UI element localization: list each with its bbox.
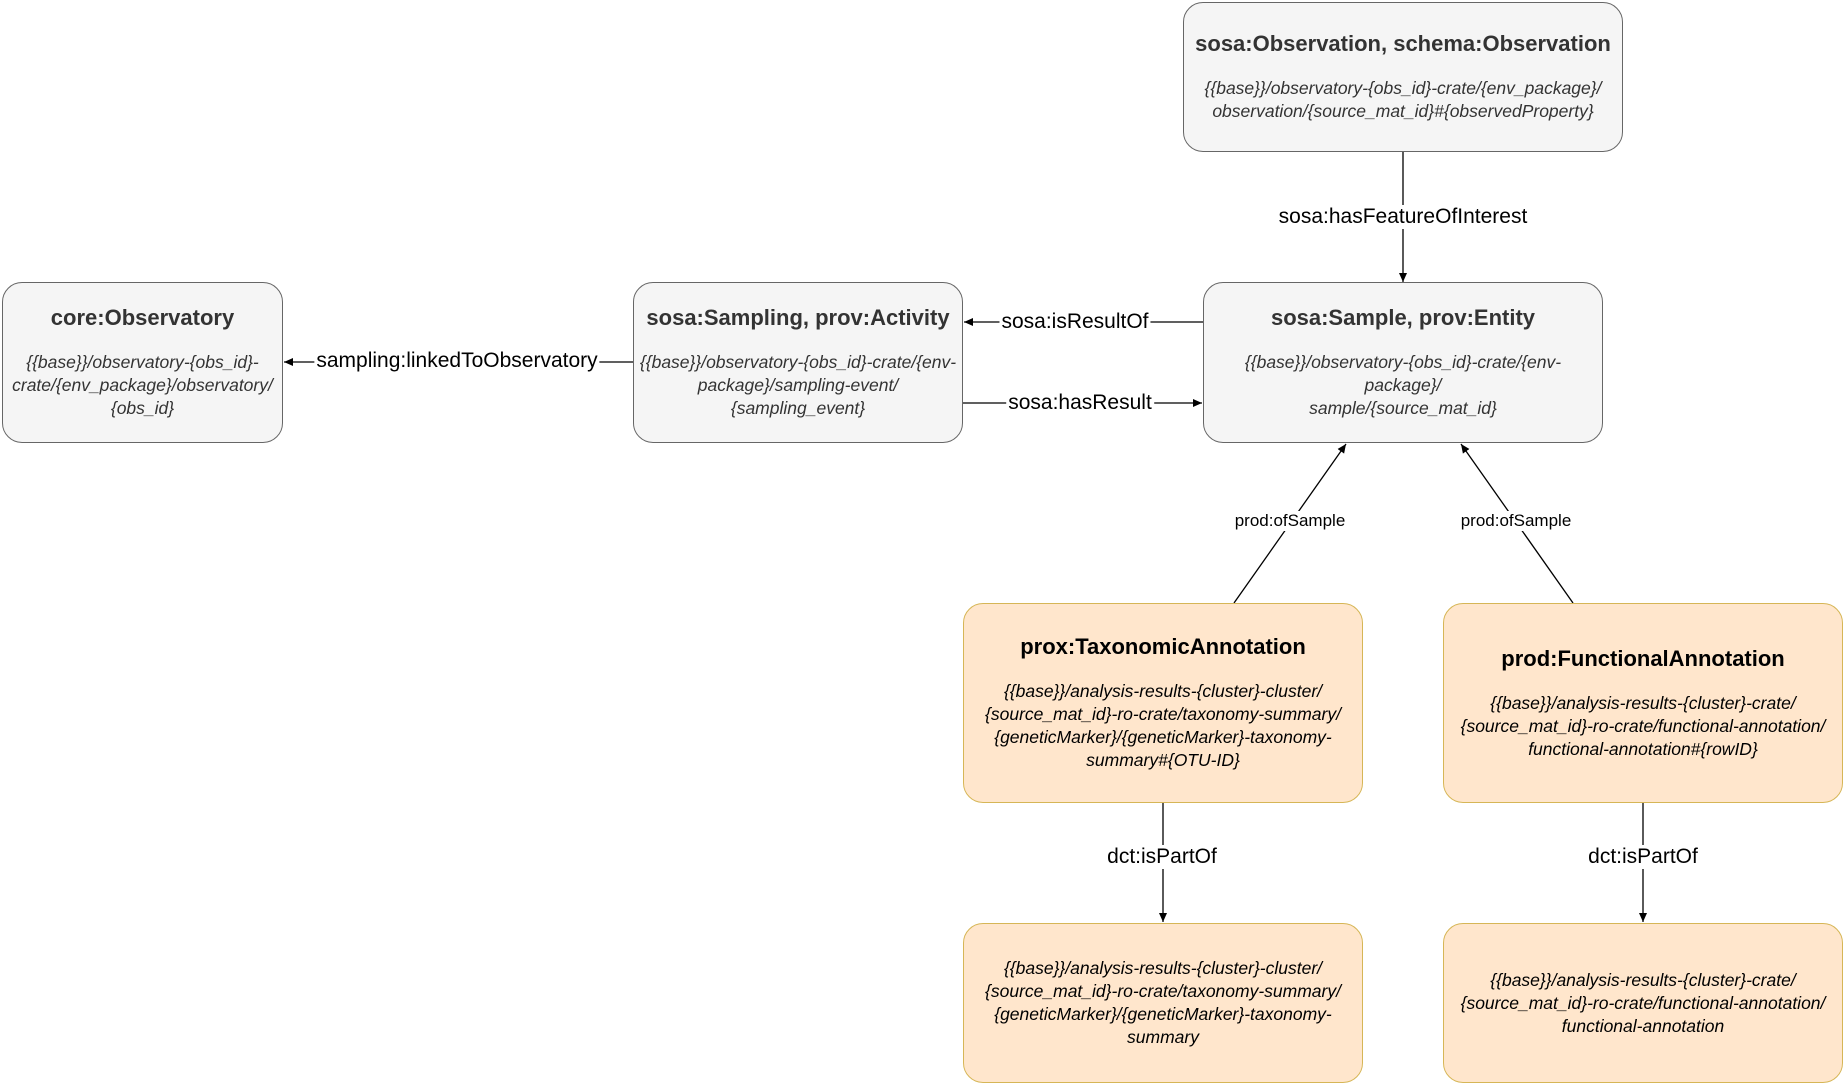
label-is-result-of: sosa:isResultOf xyxy=(999,310,1151,334)
node-observation[interactable]: sosa:Observation, schema:Observation {{b… xyxy=(1183,2,1623,152)
label-has-feature-of-interest: sosa:hasFeatureOfInterest xyxy=(1276,205,1530,229)
label-of-sample-functional: prod:ofSample xyxy=(1458,511,1574,531)
node-observatory[interactable]: core:Observatory {{base}}/observatory-{o… xyxy=(2,282,283,443)
label-linked-to-observatory: sampling:linkedToObservatory xyxy=(314,349,600,373)
node-functional-annotation[interactable]: prod:FunctionalAnnotation {{base}}/analy… xyxy=(1443,603,1843,803)
node-title: prod:FunctionalAnnotation xyxy=(1501,645,1785,671)
node-taxonomic-annotation[interactable]: prox:TaxonomicAnnotation {{base}}/analys… xyxy=(963,603,1363,803)
node-uri: {{base}}/observatory-{obs_id}-crate/{env… xyxy=(1204,78,1602,121)
node-title: sosa:Sample, prov:Entity xyxy=(1270,305,1536,330)
node-sample[interactable]: sosa:Sample, prov:Entity {{base}}/observ… xyxy=(1203,282,1603,443)
label-is-part-of-functional: dct:isPartOf xyxy=(1586,845,1700,869)
node-title: sosa:Sampling, prov:Activity xyxy=(646,305,950,330)
label-of-sample-taxonomic: prod:ofSample xyxy=(1232,511,1348,531)
node-uri: {{base}}/analysis-results-{cluster}-crat… xyxy=(1460,692,1826,759)
label-is-part-of-taxonomic: dct:isPartOf xyxy=(1105,845,1219,869)
node-uri: {{base}}/observatory-{obs_id}-crate/{env… xyxy=(1244,352,1562,418)
node-uri: {{base}}/analysis-results-{cluster}-clus… xyxy=(985,681,1341,770)
node-uri: {{base}}/analysis-results-{cluster}-crat… xyxy=(1460,969,1826,1036)
label-has-result: sosa:hasResult xyxy=(1006,391,1154,415)
node-uri: {{base}}/observatory-{obs_id}-crate/{env… xyxy=(639,352,957,418)
node-functional-annotation-document[interactable]: {{base}}/analysis-results-{cluster}-crat… xyxy=(1443,923,1843,1083)
node-uri: {{base}}/observatory-{obs_id}- crate/{en… xyxy=(12,352,273,418)
node-title: core:Observatory xyxy=(50,305,235,330)
node-title: sosa:Observation, schema:Observation xyxy=(1195,31,1611,56)
node-uri: {{base}}/analysis-results-{cluster}-clus… xyxy=(985,958,1341,1047)
node-title: prox:TaxonomicAnnotation xyxy=(1020,634,1306,659)
node-taxonomy-summary[interactable]: {{base}}/analysis-results-{cluster}-clus… xyxy=(963,923,1363,1083)
node-sampling[interactable]: sosa:Sampling, prov:Activity {{base}}/ob… xyxy=(633,282,963,443)
